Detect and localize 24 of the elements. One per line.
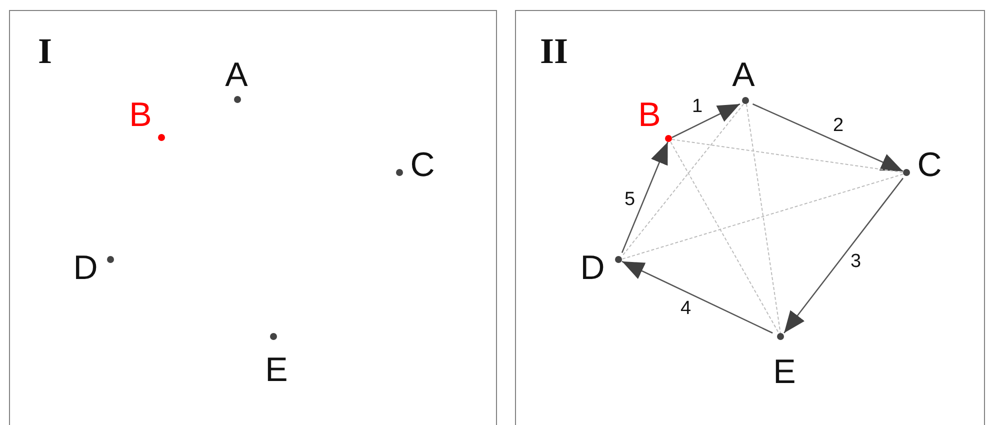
dashed-line [746, 104, 781, 334]
point-label: D [580, 250, 606, 284]
arrow [672, 103, 740, 138]
panel-frame [9, 10, 497, 425]
point-label: E [264, 352, 289, 386]
point-label: C [916, 148, 942, 182]
point-label: A [731, 58, 756, 92]
arrow [784, 178, 904, 334]
dashed-line [622, 174, 904, 260]
point-label: E [772, 354, 797, 388]
point-label: B [128, 98, 153, 132]
panel-numeral: I [38, 33, 52, 69]
point-label: C [410, 148, 436, 182]
point-label: A [224, 58, 249, 92]
panel-numeral: II [540, 33, 568, 69]
edge-label: 3 [848, 252, 864, 270]
arrow [621, 142, 668, 253]
arrow [622, 260, 773, 334]
dashed-line [672, 138, 904, 173]
point-label: D [72, 250, 98, 284]
point-label: B [637, 98, 662, 132]
arrow [752, 103, 904, 172]
dashed-line [622, 104, 744, 257]
dashed-line [670, 142, 780, 334]
